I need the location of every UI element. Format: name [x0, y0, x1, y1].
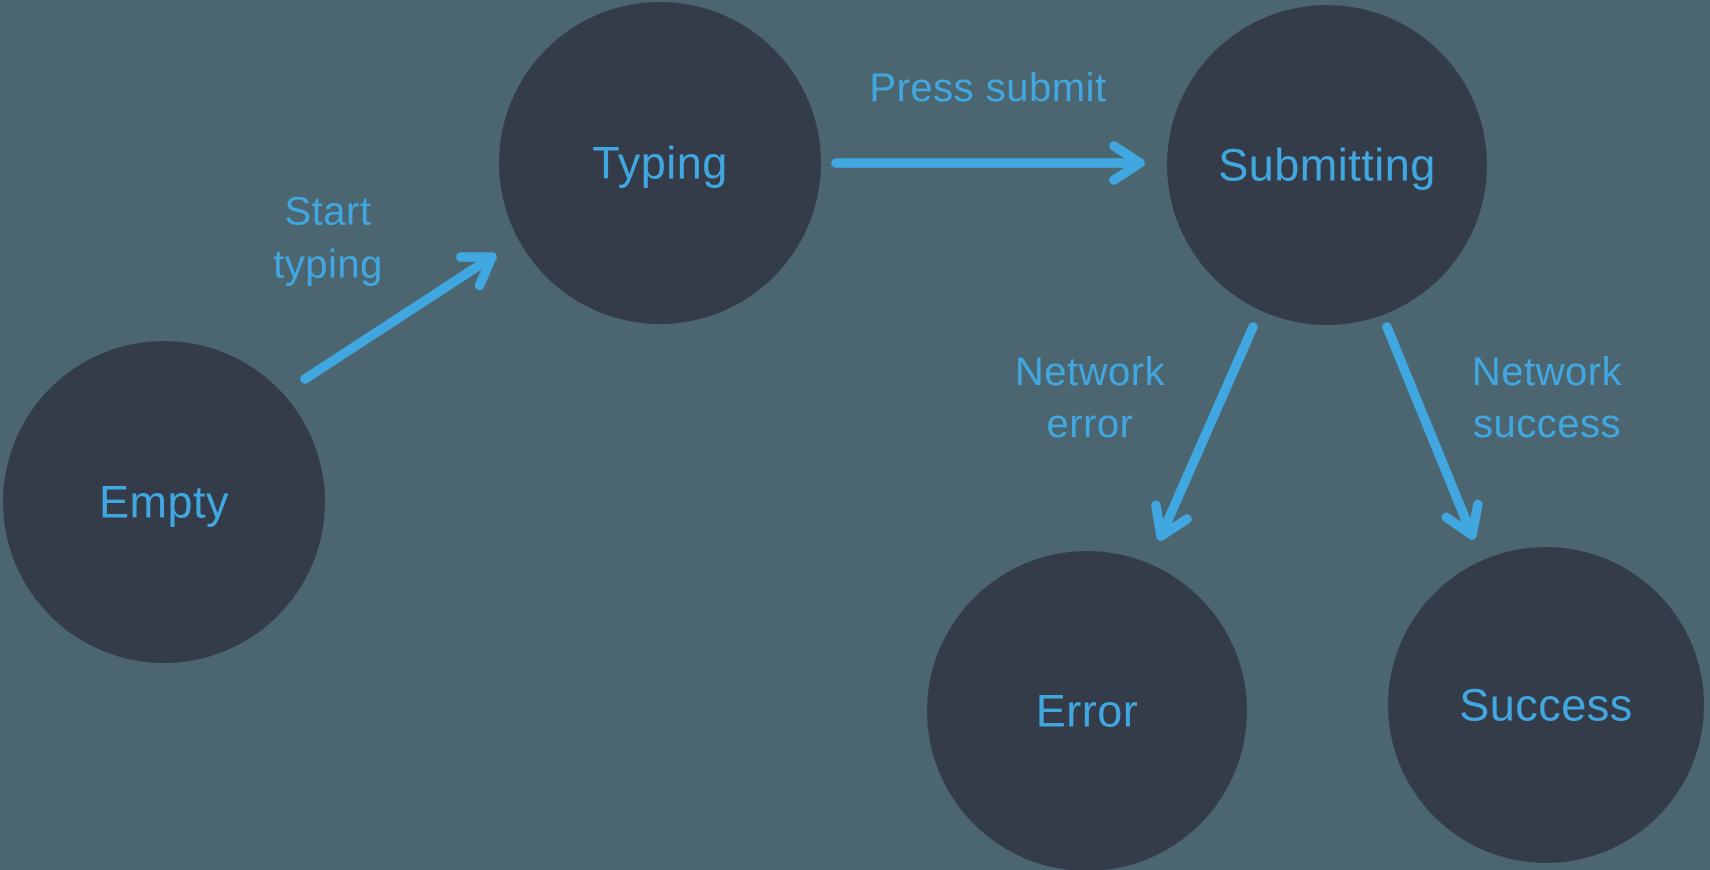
state-success: Success	[1388, 547, 1704, 863]
transition-label-network-error-line2: error	[1047, 402, 1134, 446]
state-empty: Empty	[3, 341, 325, 663]
transition-label-start-typing-line2: typing	[273, 243, 383, 287]
state-label-submitting: Submitting	[1218, 140, 1436, 191]
state-label-error: Error	[1036, 686, 1139, 737]
state-label-success: Success	[1459, 680, 1633, 731]
state-circle-success	[1388, 547, 1704, 863]
transition-label-network-success-line1: Network	[1472, 350, 1623, 394]
state-label-empty: Empty	[99, 477, 229, 528]
transition-network-error: Network error	[1015, 322, 1258, 541]
state-label-typing: Typing	[592, 138, 728, 189]
transition-label-network-error-line1: Network	[1015, 350, 1166, 394]
state-submitting: Submitting	[1167, 5, 1487, 325]
transition-label-start-typing-line1: Start	[285, 190, 372, 234]
state-circle-error	[927, 551, 1247, 870]
transition-arrow-network-success	[1382, 322, 1483, 540]
transition-press-submit: Press submit	[831, 66, 1145, 185]
state-circle-submitting	[1167, 5, 1487, 325]
transition-arrow-network-error	[1151, 322, 1258, 541]
state-error: Error	[927, 551, 1247, 870]
state-circle-typing	[499, 2, 821, 324]
transition-start-typing: Start typing	[273, 190, 497, 384]
state-circle-empty	[3, 341, 325, 663]
state-typing: Typing	[499, 2, 821, 324]
transition-label-press-submit-line1: Press submit	[869, 66, 1106, 110]
transition-arrow-start-typing	[300, 252, 497, 384]
transition-network-success: Network success	[1382, 322, 1623, 540]
transition-label-network-success-line2: success	[1473, 402, 1621, 446]
